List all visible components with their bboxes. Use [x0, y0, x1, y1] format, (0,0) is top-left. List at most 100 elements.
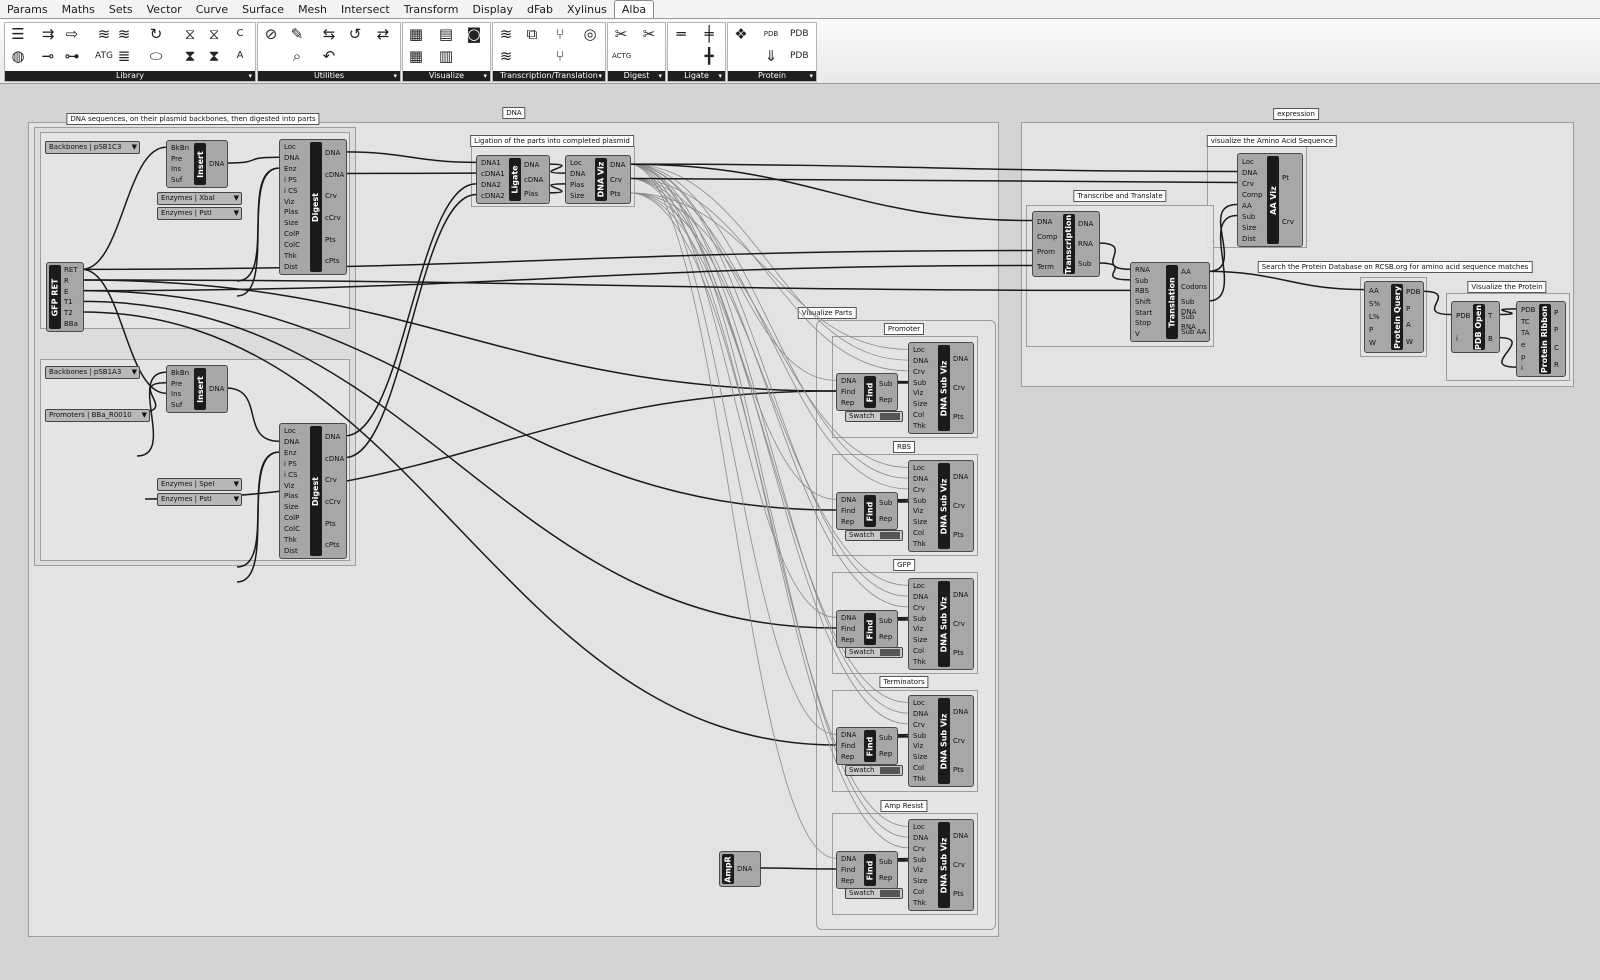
component-title[interactable]: PDB Open: [1473, 304, 1485, 350]
ribbon-group-label[interactable]: Library: [5, 71, 255, 81]
output-port[interactable]: cDNA: [325, 170, 345, 179]
output-port[interactable]: Sub: [879, 858, 893, 866]
component-title[interactable]: DNA Sub Viz: [938, 822, 950, 908]
input-port[interactable]: Size: [284, 219, 299, 228]
input-port[interactable]: Term: [1037, 262, 1054, 271]
input-port[interactable]: Loc: [1242, 157, 1254, 166]
output-port[interactable]: DNA: [953, 591, 969, 600]
input-port[interactable]: Col: [913, 646, 925, 655]
target-icon[interactable]: ◎: [583, 25, 597, 43]
output-port[interactable]: DNA: [953, 355, 969, 364]
input-port[interactable]: Size: [913, 518, 928, 527]
input-port[interactable]: Ins: [171, 390, 182, 399]
arrow-right-icon[interactable]: ⇨: [65, 25, 79, 43]
input-port[interactable]: Loc: [913, 582, 925, 591]
output-port[interactable]: Sub: [1078, 260, 1092, 268]
input-port[interactable]: PDB: [1456, 311, 1471, 320]
output-port[interactable]: cDNA: [524, 175, 544, 184]
input-port[interactable]: DNA: [913, 357, 929, 366]
component-title[interactable]: Ligate: [509, 158, 521, 201]
input-port[interactable]: p: [1521, 352, 1526, 361]
ligate-plus-icon[interactable]: ╋: [704, 47, 714, 65]
input-port[interactable]: i CS: [284, 470, 298, 479]
input-port[interactable]: Thk: [913, 774, 926, 783]
input-port[interactable]: P: [1369, 326, 1374, 335]
arrow-forward-icon[interactable]: ⇉: [41, 25, 55, 43]
input-port[interactable]: Rep: [841, 398, 855, 407]
component-title[interactable]: Insert: [194, 368, 206, 410]
output-port[interactable]: Sub: [879, 380, 893, 388]
list-icon[interactable]: ☰: [11, 25, 25, 43]
input-port[interactable]: ColC: [284, 240, 301, 249]
component-title[interactable]: DNA Sub Viz: [938, 698, 950, 784]
viz-grid2-icon[interactable]: ▦: [408, 47, 424, 65]
output-port[interactable]: Rep: [879, 750, 893, 758]
output-port[interactable]: DNA: [610, 161, 626, 170]
input-port[interactable]: Find: [841, 866, 856, 874]
input-port[interactable]: Rep: [841, 517, 855, 526]
output-port[interactable]: DNA: [209, 160, 225, 168]
input-port[interactable]: Rep: [841, 876, 855, 885]
output-port[interactable]: Pts: [953, 530, 964, 539]
output-port[interactable]: Pts: [953, 648, 964, 657]
component-title[interactable]: DNA Viz: [595, 158, 607, 201]
swatch-terminators[interactable]: Swatch: [845, 765, 903, 776]
ribbon-group-label[interactable]: Utilities: [258, 71, 400, 81]
input-port[interactable]: Stop: [1135, 319, 1151, 328]
output-port[interactable]: Rep: [879, 874, 893, 882]
input-port[interactable]: Pre: [171, 154, 183, 163]
tab-transform[interactable]: Transform: [403, 3, 459, 16]
output-port[interactable]: DNA: [1078, 220, 1094, 228]
output-port[interactable]: AA: [1181, 268, 1191, 277]
input-port[interactable]: DNA: [570, 170, 586, 179]
input-port[interactable]: Viz: [284, 481, 295, 490]
ligate-icon[interactable]: ═: [676, 25, 686, 43]
plasmid-icon[interactable]: ⬭: [149, 47, 163, 65]
output-port[interactable]: cCrv: [325, 497, 341, 506]
input-port[interactable]: Crv: [913, 720, 925, 729]
input-port[interactable]: Viz: [913, 507, 924, 516]
input-port[interactable]: Loc: [913, 346, 925, 355]
download-icon[interactable]: ⇓: [764, 47, 778, 65]
output-port[interactable]: W: [1406, 337, 1413, 346]
input-port[interactable]: S%: [1369, 299, 1381, 308]
input-port[interactable]: cDNA2: [481, 191, 505, 200]
input-port[interactable]: Loc: [284, 143, 296, 152]
swap-icon[interactable]: ⇆: [322, 25, 336, 43]
output-port[interactable]: P: [1554, 326, 1559, 335]
input-port[interactable]: Col: [913, 410, 925, 419]
component-title[interactable]: Transcription: [1063, 214, 1075, 274]
component-title[interactable]: DNA Sub Viz: [938, 581, 950, 667]
strand2-icon[interactable]: ≋: [117, 25, 131, 43]
input-port[interactable]: Size: [913, 753, 928, 762]
input-port[interactable]: ColP: [284, 514, 300, 523]
input-port[interactable]: Plas: [284, 208, 299, 217]
component-title[interactable]: Protein Ribbon: [1539, 304, 1551, 374]
chevron-down-icon[interactable]: ▼: [141, 411, 147, 419]
output-port[interactable]: DNA: [524, 161, 540, 170]
chevron-down-icon[interactable]: ▼: [233, 480, 239, 488]
input-port[interactable]: Col: [913, 528, 925, 537]
input-port[interactable]: DNA: [284, 438, 300, 447]
input-port[interactable]: Find: [841, 742, 856, 750]
input-port[interactable]: Prom: [1037, 247, 1055, 256]
output-port[interactable]: Crv: [325, 476, 337, 485]
input-port[interactable]: Find: [841, 388, 856, 396]
viz-ring-icon[interactable]: ◙: [466, 25, 482, 43]
input-port[interactable]: Crv: [913, 844, 925, 853]
component-title[interactable]: Find: [864, 376, 876, 408]
input-port[interactable]: TC: [1521, 317, 1530, 326]
input-port[interactable]: ColC: [284, 524, 301, 533]
output-port[interactable]: Codons: [1181, 283, 1207, 292]
output-port[interactable]: Crv: [953, 861, 965, 869]
branch-icon[interactable]: ⑂: [555, 25, 565, 43]
output-port[interactable]: Pt: [1282, 174, 1289, 182]
